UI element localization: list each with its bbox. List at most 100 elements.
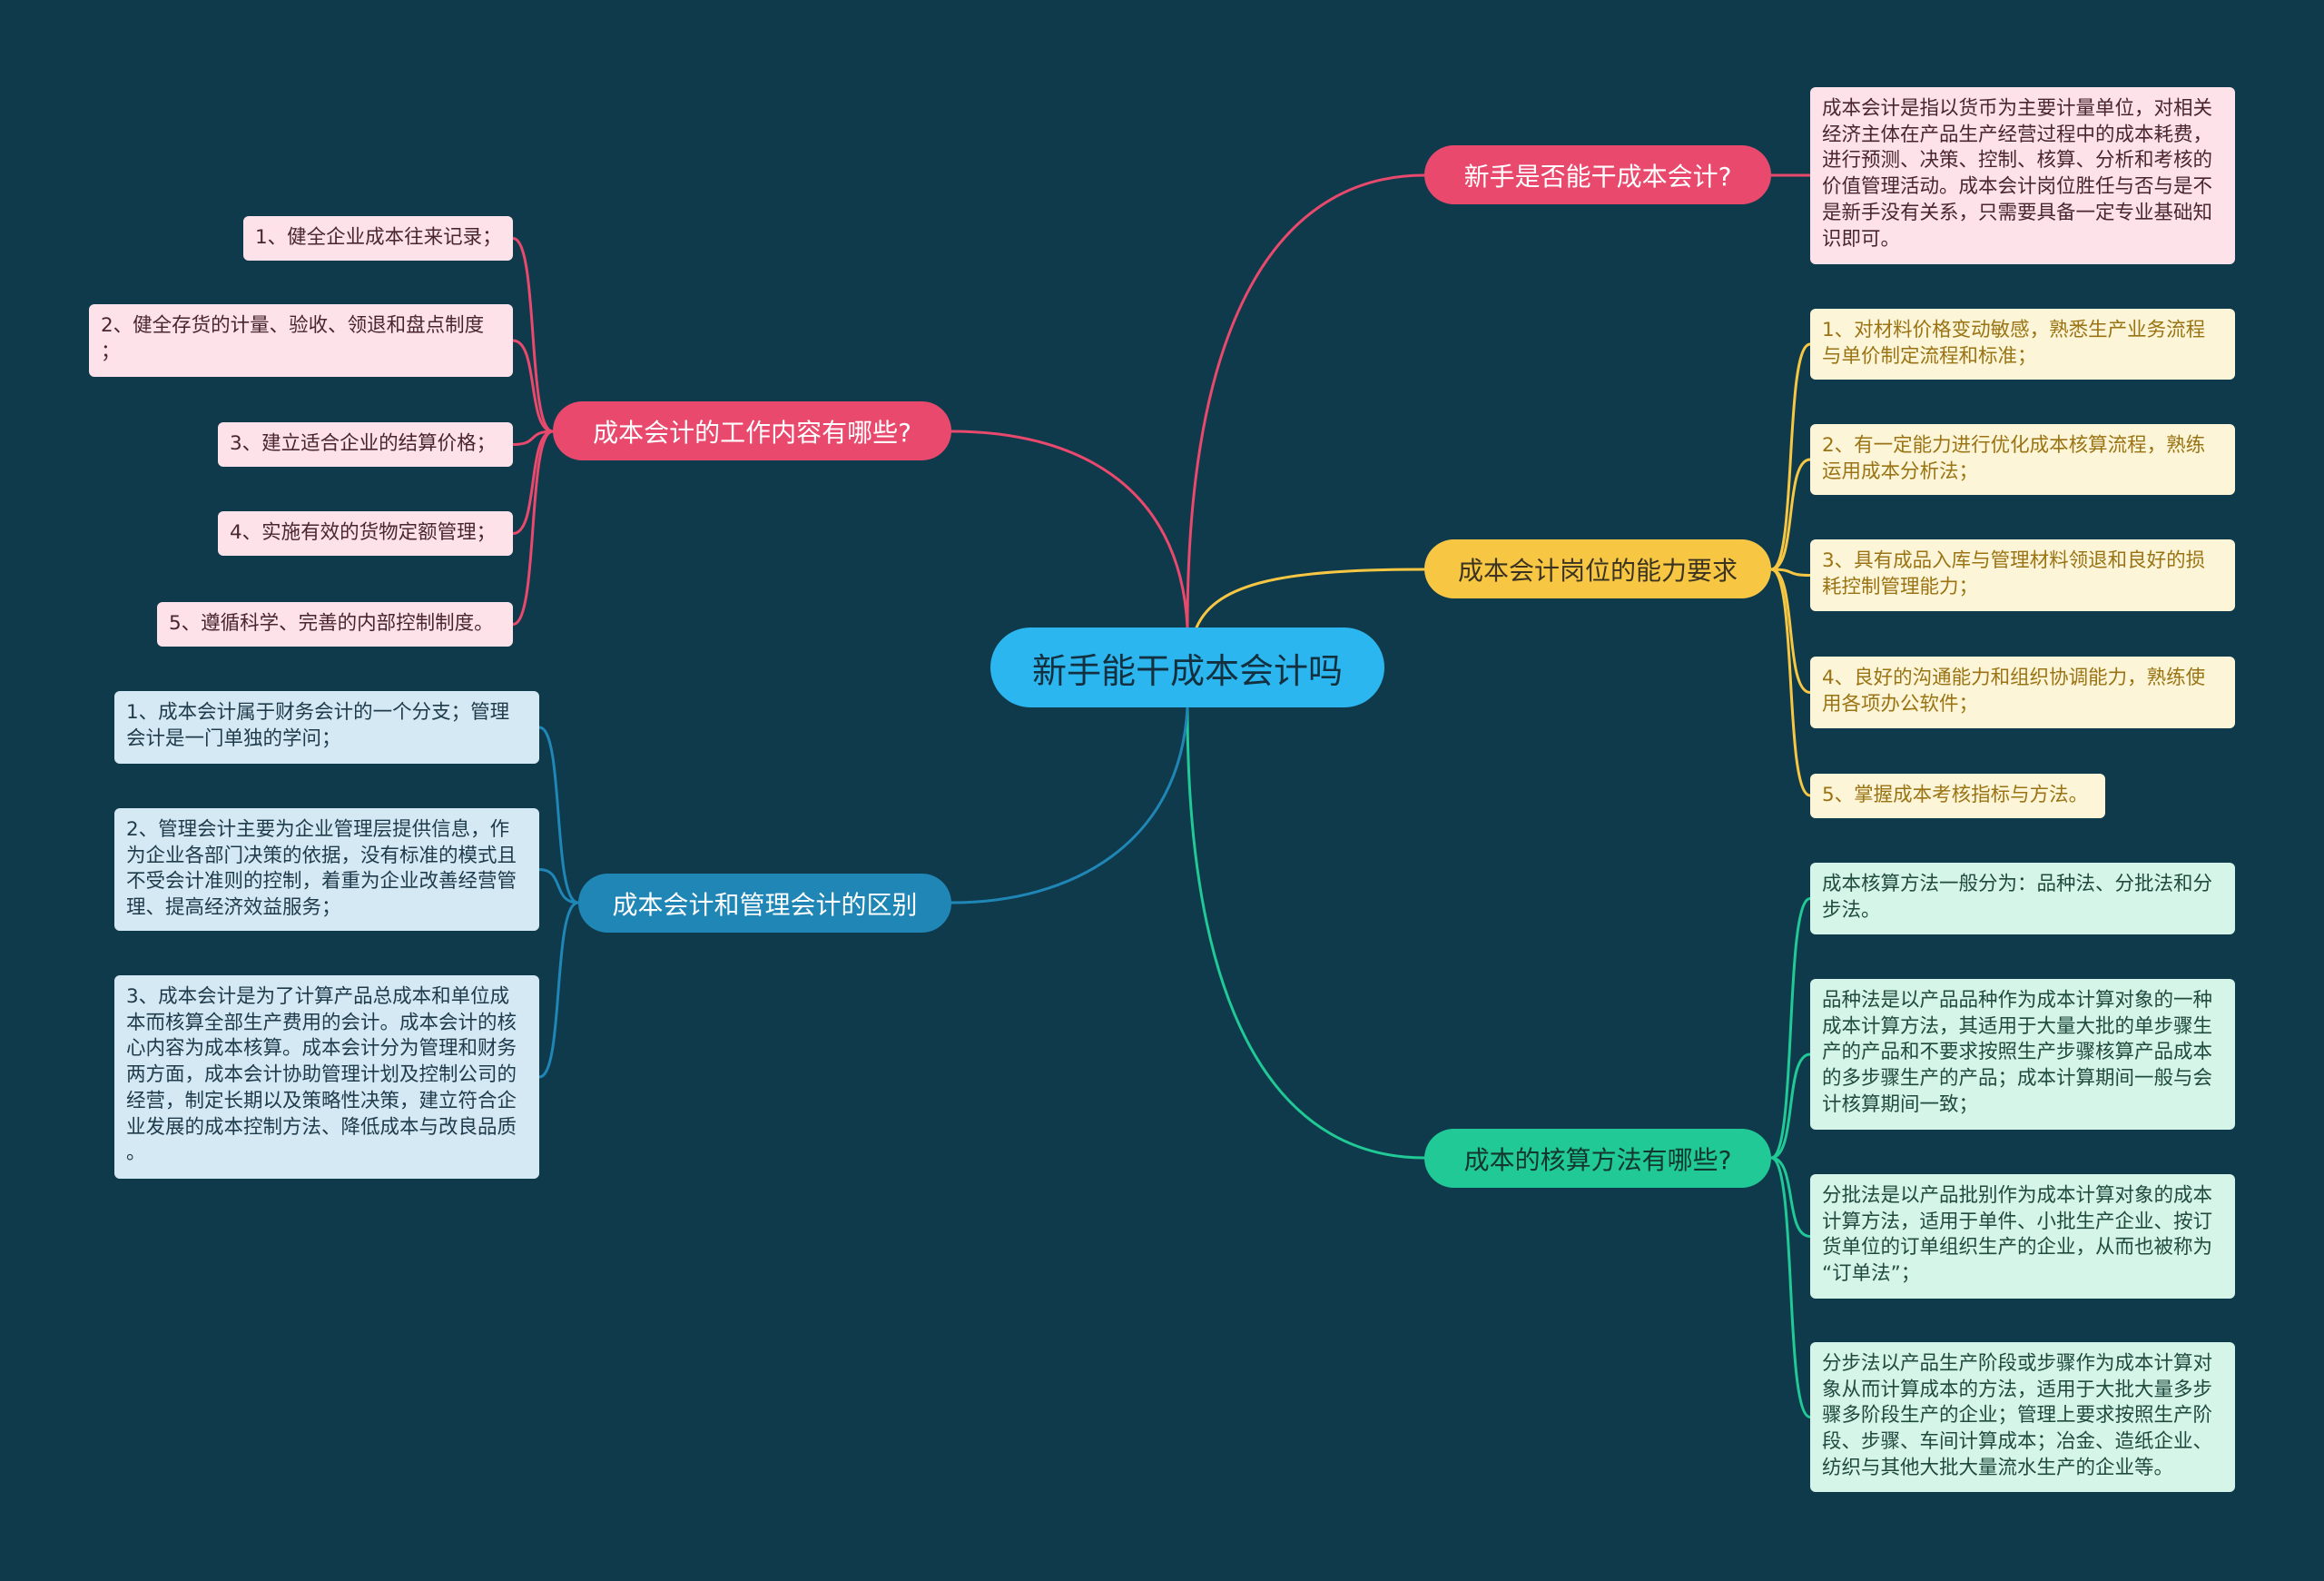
branch-label: 成本会计和管理会计的区别	[612, 889, 918, 920]
leaf-text-line: 2、有一定能力进行优化成本核算流程，熟练	[1822, 434, 2206, 457]
connector-center-to-ability-branch	[1195, 568, 1426, 629]
leaf-text-line: 纺织与其他大批大量流水生产的企业等。	[1822, 1456, 2174, 1479]
leaf-difference-3[interactable]: 3、成本会计是为了计算产品总成本和单位成 本而核算全部生产费用的会计。成本会计的…	[114, 975, 539, 1179]
leaf-duty-2[interactable]: 2、健全存货的计量、验收、领退和盘点制度 ；	[89, 304, 513, 377]
branch-newbie-qualification[interactable]: 新手是否能干成本会计?	[1424, 145, 1771, 204]
connector-methods-to-leaf-3	[1769, 1156, 1812, 1238]
branch-cost-vs-management-accounting[interactable]: 成本会计和管理会计的区别	[578, 874, 951, 933]
leaf-ability-1[interactable]: 1、对材料价格变动敏感，熟悉生产业务流程 与单价制定流程和标准；	[1810, 309, 2235, 380]
leaf-text-line: 成本会计是指以货币为主要计量单位，对相关	[1822, 97, 2213, 120]
leaf-text-line: 步法。	[1822, 898, 1881, 922]
leaf-text-line: 产的产品和不要求按照生产步骤核算产品成本	[1822, 1041, 2213, 1064]
leaf-text-line: 价值管理活动。成本会计岗位胜任与否与是不	[1822, 175, 2213, 199]
connector-duties-to-leaf-4	[511, 430, 555, 535]
branch-costing-methods[interactable]: 成本的核算方法有哪些?	[1424, 1129, 1771, 1188]
connector-center-to-difference-branch	[950, 706, 1189, 904]
leaf-text-line: 本而核算全部生产费用的会计。成本会计的核	[126, 1011, 517, 1034]
leaf-text-line: ；	[101, 340, 121, 363]
leaf-text-line: 分步法以产品生产阶段或步骤作为成本计算对	[1822, 1352, 2213, 1375]
connector-difference-to-leaf-3	[537, 901, 580, 1079]
connector-difference-to-leaf-1	[537, 726, 580, 904]
leaf-text-line: 两方面，成本会计协助管理计划及控制公司的	[126, 1063, 517, 1087]
leaf-text-line: 1、对材料价格变动敏感，熟悉生产业务流程	[1822, 319, 2206, 341]
leaf-text-line: 成本核算方法一般分为：品种法、分批法和分	[1822, 873, 2213, 895]
leaf-method-step[interactable]: 分步法以产品生产阶段或步骤作为成本计算对 象从而计算成本的方法，适用于大批大量多…	[1810, 1342, 2235, 1492]
leaf-method-overview[interactable]: 成本核算方法一般分为：品种法、分批法和分 步法。	[1810, 863, 2235, 934]
leaf-text-line: 计核算期间一致；	[1822, 1092, 1979, 1116]
connector-duties-to-leaf-5	[511, 430, 555, 626]
leaf-text-line: 为企业各部门决策的依据，没有标准的模式且	[126, 844, 517, 867]
leaf-text-line: 货单位的订单组织生产的企业，从而也被称为	[1822, 1236, 2213, 1260]
leaf-text-line: 成本计算方法，其适用于大量大批的单步骤生	[1822, 1014, 2213, 1038]
leaf-text-line: 心内容为成本核算。成本会计分为管理和财务	[126, 1037, 517, 1061]
leaf-ability-4[interactable]: 4、良好的沟通能力和组织协调能力，熟练使 用各项办公软件；	[1810, 657, 2235, 728]
leaf-text-line: 与单价制定流程和标准；	[1822, 344, 2037, 368]
leaf-text-line: 3、具有成品入库与管理材料领退和良好的损	[1822, 549, 2206, 572]
connector-duties-to-leaf-1	[511, 237, 555, 433]
leaf-duty-4[interactable]: 4、实施有效的货物定额管理；	[218, 511, 513, 556]
leaf-text-line: 耗控制管理能力；	[1822, 575, 1979, 598]
branch-job-duties[interactable]: 成本会计的工作内容有哪些?	[553, 401, 951, 460]
leaf-text-line: 经济主体在产品生产经营过程中的成本耗费，	[1822, 123, 2213, 146]
leaf-text-line: 进行预测、决策、控制、核算、分析和考核的	[1822, 149, 2213, 173]
leaf-text-line: 骤多阶段生产的企业；管理上要求按照生产阶	[1822, 1404, 2213, 1428]
connector-center-to-newbie-branch	[1186, 173, 1426, 629]
leaf-method-variety[interactable]: 品种法是以产品品种作为成本计算对象的一种 成本计算方法，其适用于大量大批的单步骤…	[1810, 979, 2235, 1130]
leaf-text-line: 计算方法，适用于单件、小批生产企业、按订	[1822, 1210, 2213, 1233]
leaf-text-line: 2、健全存货的计量、验收、领退和盘点制度	[101, 314, 485, 337]
leaf-text-line: 识即可。	[1822, 227, 1901, 251]
branch-label: 新手是否能干成本会计?	[1463, 161, 1732, 192]
connector-center-to-duties-branch	[950, 430, 1189, 629]
leaf-text-line: 3、成本会计是为了计算产品总成本和单位成	[126, 985, 510, 1008]
leaf-duty-3[interactable]: 3、建立适合企业的结算价格；	[218, 422, 513, 467]
leaf-difference-1[interactable]: 1、成本会计属于财务会计的一个分支；管理 会计是一门单独的学问；	[114, 691, 539, 764]
connector-methods-to-leaf-2	[1769, 1052, 1812, 1160]
leaf-text-line: “订单法”；	[1822, 1262, 1921, 1286]
leaf-text-line: 。	[126, 1141, 146, 1165]
leaf-ability-2[interactable]: 2、有一定能力进行优化成本核算流程，熟练 运用成本分析法；	[1810, 424, 2235, 495]
leaf-duty-5[interactable]: 5、遵循科学、完善的内部控制制度。	[157, 602, 513, 647]
leaf-difference-2[interactable]: 2、管理会计主要为企业管理层提供信息，作 为企业各部门决策的依据，没有标准的模式…	[114, 808, 539, 931]
leaf-duty-1[interactable]: 1、健全企业成本往来记录；	[243, 216, 513, 261]
connector-methods-to-leaf-1	[1769, 897, 1812, 1160]
leaf-text-line: 的多步骤生产的产品；成本计算期间一般与会	[1822, 1067, 2213, 1091]
central-topic-label: 新手能干成本会计吗	[1031, 650, 1343, 691]
connector-duties-to-leaf-3	[511, 430, 555, 446]
connector-methods-to-leaf-4	[1769, 1156, 1812, 1418]
leaf-text-line: 用各项办公软件；	[1822, 692, 1979, 716]
leaf-text-line: 业发展的成本控制方法、降低成本与改良品质	[126, 1115, 517, 1139]
leaf-text-line: 4、实施有效的货物定额管理；	[230, 521, 497, 544]
leaf-text-line: 5、掌握成本考核指标与方法。	[1822, 784, 2089, 806]
leaf-text-line: 运用成本分析法；	[1822, 459, 1979, 483]
leaf-text-line: 3、建立适合企业的结算价格；	[230, 432, 497, 455]
leaf-text-line: 象从而计算成本的方法，适用于大批大量多步	[1822, 1378, 2213, 1401]
branch-label: 成本会计岗位的能力要求	[1457, 555, 1738, 586]
leaf-text-line: 4、良好的沟通能力和组织协调能力，熟练使	[1822, 667, 2206, 689]
leaf-text-line: 1、成本会计属于财务会计的一个分支；管理	[126, 701, 510, 724]
connector-ability-to-leaf-4	[1769, 568, 1812, 694]
branch-ability-requirements[interactable]: 成本会计岗位的能力要求	[1424, 539, 1771, 598]
leaf-text-line: 1、健全企业成本往来记录；	[255, 226, 502, 249]
leaf-ability-5[interactable]: 5、掌握成本考核指标与方法。	[1810, 774, 2105, 818]
central-topic-node[interactable]: 新手能干成本会计吗	[990, 627, 1384, 707]
leaf-text-line: 分批法是以产品批别作为成本计算对象的成本	[1822, 1184, 2213, 1207]
leaf-text-line: 经营，制定长期以及策略性决策，建立符合企	[126, 1089, 517, 1112]
leaf-text-line: 段、步骤、车间计算成本；冶金、造纸企业、	[1822, 1430, 2213, 1454]
connector-ability-to-leaf-3	[1769, 568, 1812, 577]
leaf-text-line: 不受会计准则的控制，着重为企业改善经营管	[126, 870, 517, 894]
leaf-method-batch[interactable]: 分批法是以产品批别作为成本计算对象的成本 计算方法，适用于单件、小批生产企业、按…	[1810, 1174, 2235, 1299]
connector-center-to-methods-branch	[1186, 706, 1426, 1160]
connector-duties-to-leaf-2	[511, 339, 555, 433]
leaf-newbie-answer[interactable]: 成本会计是指以货币为主要计量单位，对相关 经济主体在产品生产经营过程中的成本耗费…	[1810, 87, 2235, 264]
leaf-text-line: 5、遵循科学、完善的内部控制制度。	[169, 612, 494, 635]
leaf-ability-3[interactable]: 3、具有成品入库与管理材料领退和良好的损 耗控制管理能力；	[1810, 539, 2235, 611]
connector-difference-to-leaf-2	[537, 868, 580, 904]
leaf-text-line: 理、提高经济效益服务；	[126, 896, 341, 920]
leaf-text-line: 品种法是以产品品种作为成本计算对象的一种	[1822, 989, 2213, 1012]
leaf-text-line: 2、管理会计主要为企业管理层提供信息，作	[126, 818, 510, 841]
connector-ability-to-leaf-2	[1769, 458, 1812, 571]
leaf-text-line: 会计是一门单独的学问；	[126, 726, 341, 750]
branch-label: 成本会计的工作内容有哪些?	[593, 417, 911, 448]
